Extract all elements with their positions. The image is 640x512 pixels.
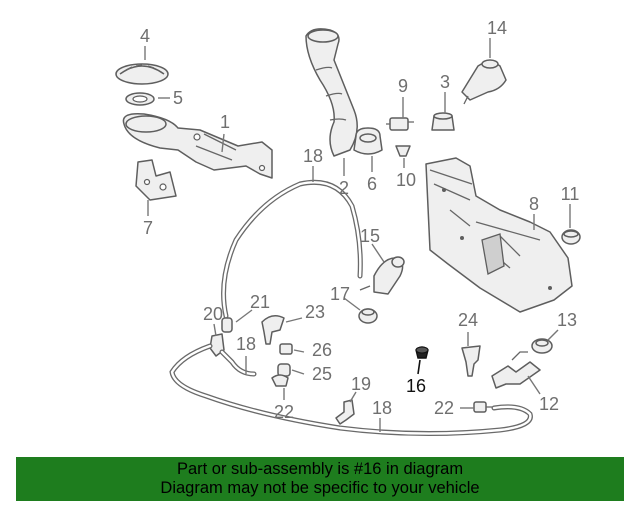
part-26-connector[interactable] [279, 343, 293, 355]
part-15-pump[interactable] [359, 256, 405, 295]
part-22-valve-left[interactable] [271, 374, 289, 387]
callout-18-top[interactable]: 18 [303, 146, 323, 166]
banner-line-part: Part or sub-assembly is #16 in diagram [176, 460, 464, 478]
callout-15[interactable]: 15 [360, 226, 380, 246]
part-9-sensor[interactable] [386, 117, 414, 131]
callout-20[interactable]: 20 [203, 304, 223, 324]
part-6-grommet[interactable] [353, 127, 383, 155]
callout-5[interactable]: 5 [173, 88, 183, 108]
callout-14[interactable]: 14 [487, 18, 507, 38]
part-18-hoses[interactable] [169, 179, 533, 437]
callout-12[interactable]: 12 [539, 394, 559, 414]
part-12-nozzle[interactable] [491, 351, 541, 389]
callout-3[interactable]: 3 [440, 72, 450, 92]
part-21-connector[interactable] [221, 317, 233, 333]
part-info-banner: Part or sub-assembly is #16 in diagram D… [16, 457, 624, 501]
part-25-connector[interactable] [277, 363, 291, 377]
callout-26[interactable]: 26 [312, 340, 332, 360]
callout-19[interactable]: 19 [351, 374, 371, 394]
callout-22-left[interactable]: 22 [274, 402, 294, 422]
callout-2[interactable]: 2 [339, 178, 349, 198]
part-11-cap[interactable] [561, 229, 581, 245]
callout-17[interactable]: 17 [330, 284, 350, 304]
callout-22-right[interactable]: 22 [434, 398, 454, 418]
part-16-nozzle[interactable] [415, 346, 429, 359]
banner-line-disclaimer: Diagram may not be specific to your vehi… [160, 479, 480, 497]
callout-25[interactable]: 25 [312, 364, 332, 384]
part-23-nozzle[interactable] [261, 315, 285, 345]
part-17-grommet[interactable] [358, 308, 378, 324]
callout-10[interactable]: 10 [396, 170, 416, 190]
part-1-filler-neck[interactable] [122, 112, 273, 179]
callout-23[interactable]: 23 [305, 302, 325, 322]
callout-11[interactable]: 11 [561, 184, 580, 204]
callout-18-left[interactable]: 18 [236, 334, 256, 354]
part-5-seal[interactable] [125, 92, 155, 106]
callout-8[interactable]: 8 [529, 194, 539, 214]
callout-7[interactable]: 7 [143, 218, 153, 238]
callout-numbers: 1 2 3 4 5 6 7 8 9 10 11 12 13 14 15 16 1… [140, 18, 579, 422]
callout-24[interactable]: 24 [458, 310, 478, 330]
part-7-bracket[interactable] [135, 159, 177, 201]
part-3-grommet[interactable] [431, 112, 455, 131]
callout-9[interactable]: 9 [398, 76, 408, 96]
callout-16[interactable]: 16 [406, 376, 426, 396]
part-22-valve-right[interactable] [473, 401, 492, 413]
part-10-grommet[interactable] [395, 145, 411, 157]
part-14-pump[interactable] [461, 59, 507, 105]
part-4-filler-cap[interactable] [115, 63, 169, 85]
callout-13[interactable]: 13 [557, 310, 577, 330]
part-24-nozzle[interactable] [461, 345, 481, 377]
callout-18-bottom[interactable]: 18 [372, 398, 392, 418]
part-8-reservoir[interactable] [425, 157, 573, 313]
part-19-clip[interactable] [335, 399, 355, 425]
leader-lines [144, 38, 571, 432]
callout-1[interactable]: 1 [220, 112, 230, 132]
callout-21[interactable]: 21 [250, 292, 270, 312]
callout-6[interactable]: 6 [367, 174, 377, 194]
part-2-hose[interactable] [305, 28, 358, 157]
callout-4[interactable]: 4 [140, 26, 150, 46]
part-13-grommet[interactable] [531, 338, 553, 354]
parts-diagram: 1 2 3 4 5 6 7 8 9 10 11 12 13 14 15 16 1… [115, 18, 581, 437]
